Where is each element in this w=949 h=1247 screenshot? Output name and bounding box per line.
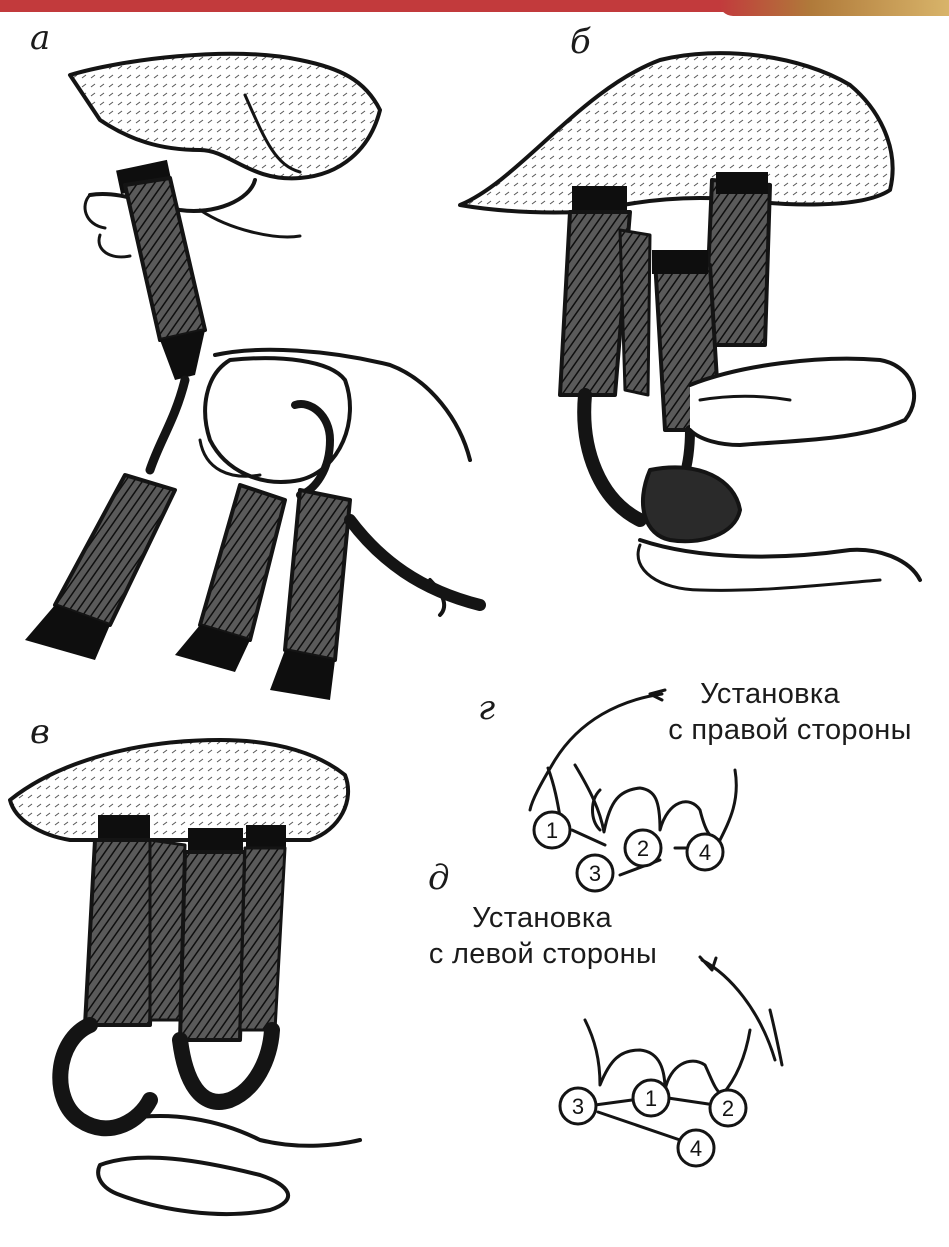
scheme-left-label-3: 3 xyxy=(572,1094,584,1119)
scheme-left-diagram xyxy=(585,957,782,1140)
panel-b-illustration xyxy=(460,53,920,590)
scheme-left-label-2: 2 xyxy=(722,1096,734,1121)
panel-a-illustration xyxy=(25,54,480,700)
scheme-right-cup-circles xyxy=(534,812,723,891)
scheme-left-label-1: 1 xyxy=(645,1086,657,1111)
scheme-right-label-4: 4 xyxy=(699,840,711,865)
scheme-right-label-1: 1 xyxy=(546,818,558,843)
scheme-right-label-3: 3 xyxy=(589,861,601,886)
scheme-right-label-2: 2 xyxy=(637,836,649,861)
scheme-left-label-4: 4 xyxy=(690,1136,702,1161)
arrow-1-3 xyxy=(572,830,605,845)
panel-v-illustration xyxy=(10,740,360,1214)
